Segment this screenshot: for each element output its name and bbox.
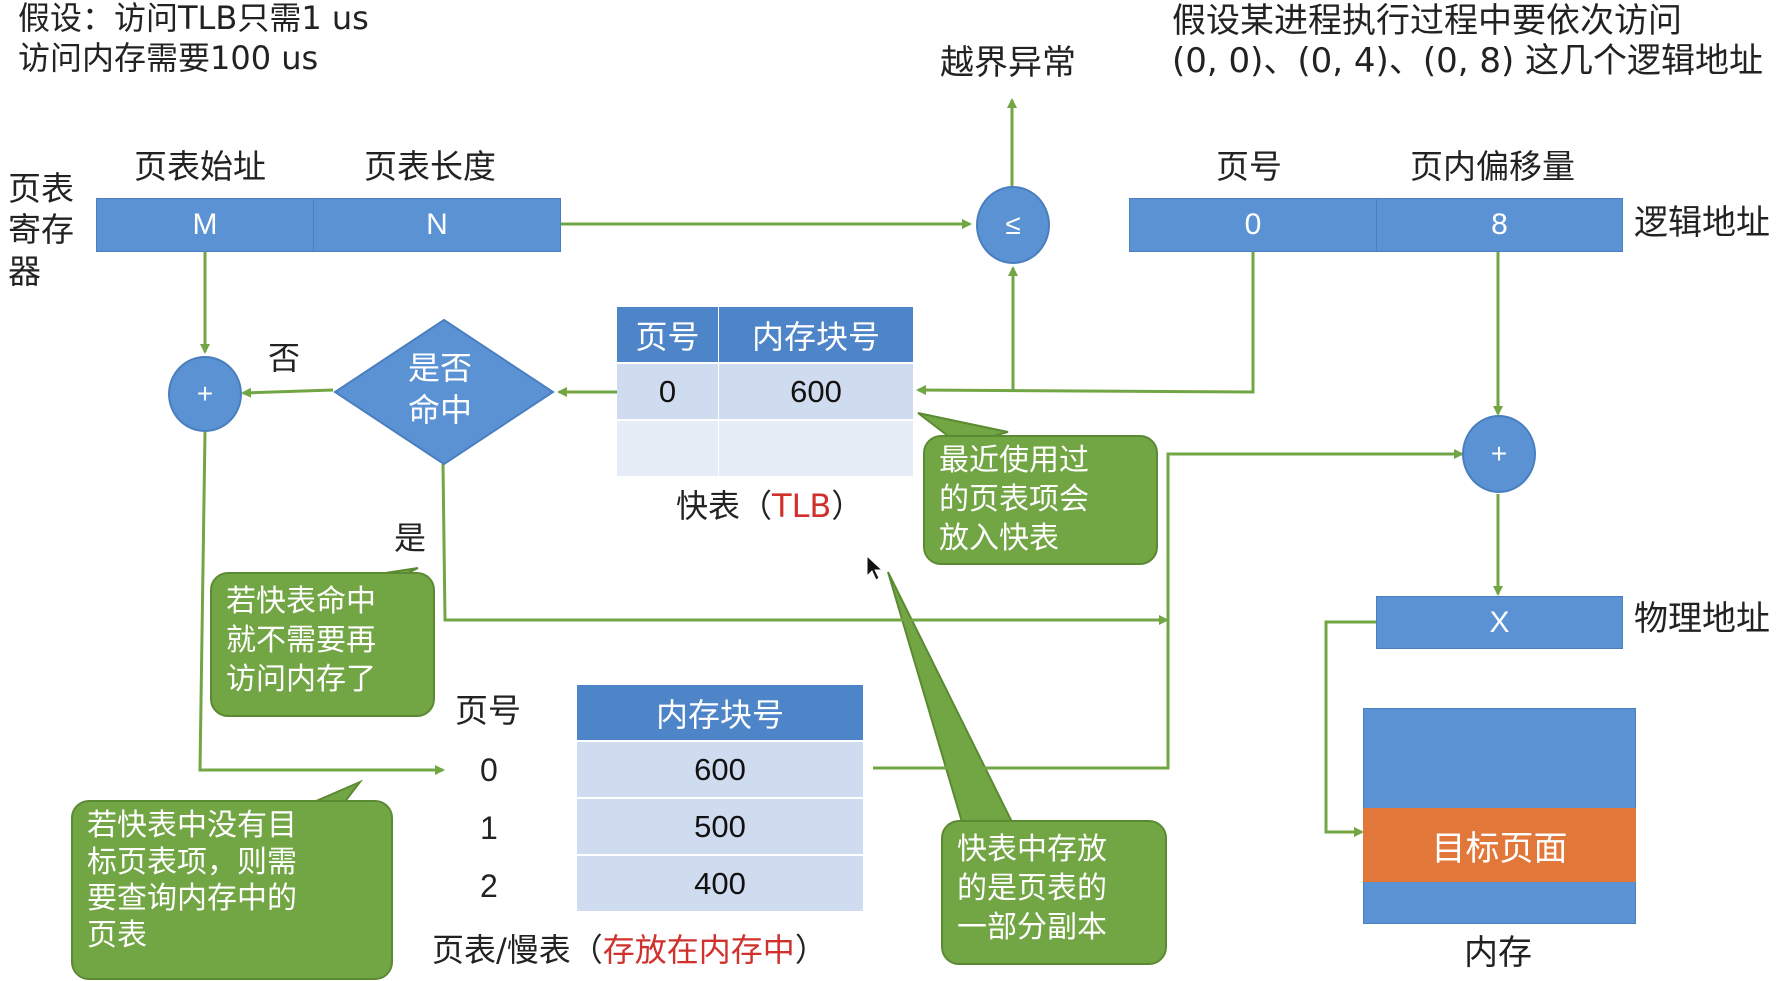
overflow-label: 越界异常 [940,43,1076,83]
arrow-hitcheck-to-adder [241,387,334,398]
arrow-hit-to-merge [441,463,1169,625]
tlb-caption-prefix: 快表（ [676,487,773,525]
hit-yes-label: 是 [394,519,427,557]
tlb-row-1-page [617,421,718,476]
assumption-line-2: 访问内存需要100 us [18,39,319,77]
scenario-line-1: 假设某进程执行过程中要依次访问 [1172,1,1682,41]
hit-no-label: 否 [268,339,301,377]
tlb-row-0-block: 600 [719,364,913,419]
tlb-caption-highlight: TLB [772,487,832,525]
tlb-caption-suffix: ） [831,487,864,525]
memory-label: 内存 [1464,933,1532,973]
hit-check-line-2: 命中 [408,391,473,429]
callout-recent-entries: 最近使用过 的页表项会 放入快表 [923,435,1158,565]
hit-check-diamond [333,318,555,466]
logical-address-label: 逻辑地址 [1634,203,1770,243]
tlb-row-0-page: 0 [617,364,718,419]
page-table-register-label: 页表寄存器 [8,169,74,291]
arrow-pagetable-to-adder [873,449,1464,770]
mouse-cursor-icon [866,555,884,581]
arrow-physical-to-target [1324,620,1376,837]
page-table-length-label: 页表长度 [364,147,496,186]
base-adder-node: + [168,356,242,432]
physical-address-label: 物理地址 [1634,599,1770,639]
arrow-page-to-tlb [916,250,1255,396]
tlb-row-1-block [719,421,913,476]
target-page-box: 目标页面 [1363,808,1636,882]
page-table-page-2: 2 [480,868,498,904]
page-table-block-2: 400 [577,856,863,911]
page-table-caption-suffix: ） [794,931,827,969]
logical-offset-label: 页内偏移量 [1410,147,1575,186]
logical-offset-box: 8 [1376,198,1623,252]
physical-address-box: X [1376,596,1623,649]
tlb-caption: 快表（TLB） [676,488,863,525]
page-table-block-header: 内存块号 [577,685,863,740]
hit-check-line-1: 是否 [408,349,473,387]
physical-adder-node: + [1462,415,1536,493]
page-table-block-1: 500 [577,799,863,854]
page-table-start-box: M [96,198,314,252]
callout-copy-pointer [887,571,1014,823]
page-table-block-0: 600 [577,742,863,797]
arrow-adder-to-pagetable [198,431,445,775]
page-table-page-0: 0 [480,752,498,788]
page-table-caption: 页表/慢表（存放在内存中） [432,932,827,969]
callout-miss-query-memory: 若快表中没有目 标页表项，则需 要查询内存中的 页表 [71,800,393,980]
logical-page-label: 页号 [1216,147,1282,186]
page-table-page-1: 1 [480,810,498,846]
compare-node: ≤ [976,186,1050,264]
page-table-start-label: 页表始址 [134,147,266,186]
page-table-page-label: 页号 [455,691,521,730]
logical-page-box: 0 [1129,198,1377,252]
page-table-caption-highlight: 存放在内存中 [602,931,795,969]
page-table-length-box: N [313,198,561,252]
callout-tlb-copy: 快表中存放 的是页表的 一部分副本 [941,820,1167,965]
assumption-line-1: 假设：访问TLB只需1 us [18,0,369,37]
scenario-line-2: (0, 0)、(0, 4)、(0, 8) 这几个逻辑地址 [1172,41,1764,81]
tlb-header-block: 内存块号 [719,307,913,362]
tlb-header-page: 页号 [617,307,718,362]
page-table-caption-prefix: 页表/慢表（ [432,931,603,969]
callout-hit-no-memory: 若快表命中 就不需要再 访问内存了 [210,572,435,717]
